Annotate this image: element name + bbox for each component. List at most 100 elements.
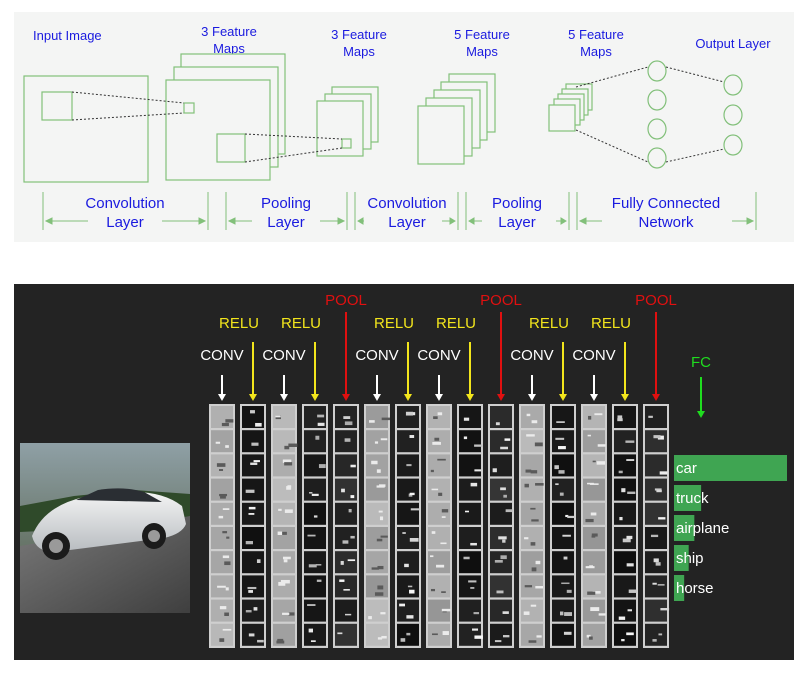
feature-map-cell <box>459 502 481 525</box>
feature-map-texture <box>402 532 406 534</box>
feature-map-texture <box>473 612 480 615</box>
feature-map-texture <box>621 639 625 642</box>
feature-map-texture <box>219 493 228 497</box>
layer-brackets <box>42 192 757 230</box>
fc-output-node-3 <box>723 134 743 156</box>
feature-map-texture <box>621 488 626 493</box>
feature-map-cell <box>428 527 450 549</box>
feature-map-texture <box>431 531 436 534</box>
feature-map-cell <box>459 551 481 574</box>
feature-map-texture <box>502 635 510 638</box>
feature-map-cell <box>273 502 295 525</box>
feature-map-texture <box>534 442 543 447</box>
class-label-airplane: airplane <box>676 520 729 537</box>
feature-map-texture <box>652 582 657 585</box>
feature-map-cell <box>490 430 512 453</box>
feature-map-texture <box>441 608 451 612</box>
feature-map-texture <box>463 436 468 440</box>
feature-map-texture <box>432 633 438 636</box>
feature-map-cell <box>242 551 264 574</box>
feature-map-cell <box>459 430 481 453</box>
feature-map-texture <box>245 610 252 613</box>
feature-map-cell <box>428 430 450 453</box>
feature-map-cell <box>552 406 574 428</box>
feature-map-texture <box>406 464 412 467</box>
feature-map-texture <box>378 510 383 513</box>
feature-map-texture <box>562 534 571 537</box>
feature-map-cell <box>242 406 264 428</box>
feature-map-texture <box>316 579 322 582</box>
feature-map-texture <box>626 535 633 540</box>
feature-map-texture <box>380 535 388 538</box>
feature-map-texture <box>376 485 385 488</box>
feature-map-texture <box>525 469 532 473</box>
feature-map-cell <box>521 599 543 622</box>
feature-map-cell <box>304 599 326 622</box>
feature-map-texture <box>350 495 355 499</box>
feature-map-cell <box>428 599 450 622</box>
layer-label-pooling-2: Pooling <box>492 195 542 212</box>
feature-map-texture <box>589 483 599 485</box>
stage-label-conv1-maps: 3 Feature <box>201 24 257 39</box>
feature-map-cell <box>614 551 636 574</box>
feature-map-cell <box>459 623 481 646</box>
stage-label-conv2-maps-line2: Maps <box>466 44 498 59</box>
feature-map-texture <box>408 493 413 497</box>
feature-map-texture <box>278 508 282 511</box>
feature-map-cell <box>614 430 636 453</box>
feature-map-texture <box>374 441 379 444</box>
feature-map-texture <box>558 446 566 450</box>
feature-map-column-6 <box>364 404 390 648</box>
feature-map-texture <box>340 560 344 565</box>
feature-map-texture <box>656 489 662 493</box>
fc-hidden-node-2 <box>647 89 667 111</box>
feature-map-texture <box>376 538 383 542</box>
feature-map-cell <box>521 623 543 646</box>
fc-hidden-node-1 <box>647 60 667 82</box>
feature-map-cell <box>459 527 481 549</box>
pool1-feature-map-1 <box>316 100 364 157</box>
op-arrowhead-12 <box>559 394 567 401</box>
feature-map-texture <box>442 631 449 636</box>
feature-map-texture <box>626 459 635 461</box>
feature-map-texture <box>502 539 506 543</box>
feature-map-texture <box>474 635 483 639</box>
conv1-pool-window <box>216 133 246 163</box>
feature-map-texture <box>434 437 440 441</box>
feature-map-texture <box>284 509 293 513</box>
feature-map-cell <box>273 575 295 598</box>
feature-map-texture <box>219 606 227 610</box>
feature-map-texture <box>282 556 291 560</box>
stage-label-conv2-maps: 5 Feature <box>454 27 510 42</box>
feature-map-texture <box>625 440 635 443</box>
feature-map-texture <box>524 483 529 488</box>
feature-map-texture <box>371 567 379 570</box>
feature-map-texture <box>626 632 634 636</box>
feature-map-texture <box>524 537 529 540</box>
feature-map-texture <box>250 410 255 414</box>
feature-map-cell <box>304 430 326 453</box>
feature-map-texture <box>339 579 345 582</box>
feature-map-texture <box>563 631 572 635</box>
feature-map-cell <box>552 551 574 574</box>
feature-map-texture <box>313 515 318 518</box>
op-label-pool-10: POOL <box>480 292 522 309</box>
feature-map-texture <box>440 542 447 545</box>
feature-map-texture <box>381 417 390 421</box>
feature-map-texture <box>216 463 226 467</box>
feature-map-texture <box>253 460 260 463</box>
feature-map-texture <box>318 464 326 469</box>
feature-map-texture <box>226 536 230 539</box>
feature-map-texture <box>225 587 229 591</box>
feature-map-texture <box>591 533 598 537</box>
feature-map-texture <box>405 411 413 416</box>
feature-map-texture <box>248 506 256 510</box>
class-score-bar-ship <box>674 545 689 571</box>
feature-map-column-15 <box>643 404 670 648</box>
feature-map-cell <box>521 551 543 574</box>
feature-map-cell <box>211 623 233 646</box>
feature-map-texture <box>222 508 230 510</box>
feature-map-texture <box>654 488 662 491</box>
fc-arrowhead <box>697 411 705 418</box>
